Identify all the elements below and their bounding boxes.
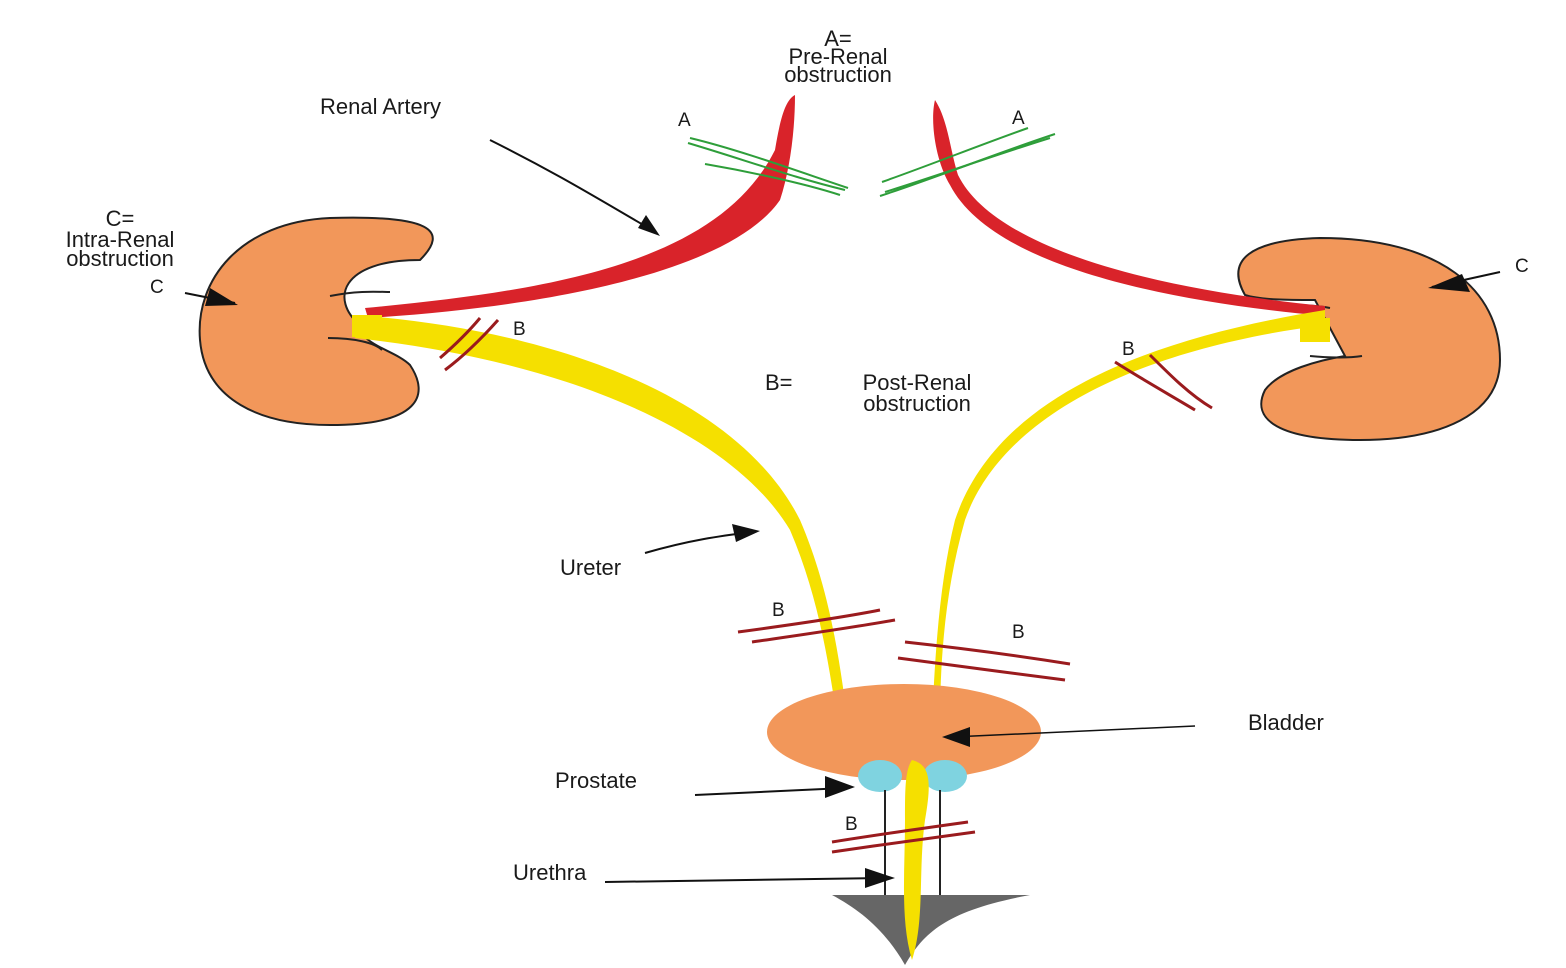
renal-artery-arrow — [489, 139, 653, 231]
post-renal-key: B= — [765, 370, 793, 395]
marker-a-left: A — [678, 110, 691, 131]
right-kidney-hilum-bottom — [1309, 355, 1363, 359]
right-ureter — [932, 310, 1325, 725]
left-ureter-start — [352, 315, 382, 337]
urethra-base — [832, 895, 1030, 965]
obstruction-marks-b-left-kidney — [439, 317, 500, 372]
marker-b-right-ureter: B — [1012, 622, 1025, 643]
bladder-arrowhead — [942, 727, 970, 747]
left-kidney-hilum-top — [329, 290, 391, 297]
left-renal-artery — [365, 95, 795, 318]
obstruction-marks-b-right-ureter — [897, 640, 1071, 682]
marker-b-left-kidney: B — [513, 319, 526, 340]
post-renal-line1: Post-Renal — [863, 370, 972, 395]
intra-renal-arrowhead-right — [1428, 274, 1470, 292]
prostate-arrow — [694, 787, 846, 796]
pre-renal-key: A= — [824, 26, 852, 51]
obstruction-marks-a-left — [687, 137, 849, 196]
prostate-arrowhead — [825, 776, 855, 798]
intra-renal-key: C= — [106, 206, 135, 231]
obstruction-marks-b-left-ureter — [737, 608, 896, 644]
obstruction-marks-b-urethra — [831, 820, 976, 854]
prostate-right-lobe — [923, 760, 967, 792]
left-kidney — [198, 216, 434, 427]
ureter-arrowhead — [732, 524, 760, 542]
renal-artery-arrowhead — [638, 215, 660, 236]
prostate-label: Prostate — [555, 768, 637, 793]
urethra-arrowhead — [865, 868, 895, 888]
marker-b-urethra: B — [845, 814, 858, 835]
ureter-label: Ureter — [560, 555, 621, 580]
marker-c-left: C — [150, 277, 164, 298]
marker-b-left-ureter: B — [772, 600, 785, 621]
renal-artery-label: Renal Artery — [320, 94, 441, 119]
marker-a-right: A — [1012, 108, 1025, 129]
urethra-arrow — [604, 877, 886, 883]
left-kidney-hilum-bottom — [327, 337, 383, 351]
right-ureter-start — [1300, 318, 1330, 342]
intra-renal-line2: obstruction — [66, 246, 174, 271]
intra-renal-line1: Intra-Renal — [66, 227, 175, 252]
intra-renal-arrowhead-left — [205, 288, 238, 306]
arrows — [184, 139, 1501, 888]
post-renal-line2: obstruction — [863, 391, 971, 416]
pre-renal-line2: obstruction — [784, 62, 892, 87]
urethra — [903, 760, 929, 960]
right-kidney — [1237, 236, 1502, 442]
bladder-label: Bladder — [1248, 710, 1324, 735]
obstruction-marks-b-right-kidney — [1114, 353, 1213, 412]
urethra-label: Urethra — [513, 860, 587, 885]
obstruction-marks-a-right — [879, 127, 1056, 197]
bladder-arrow — [951, 725, 1196, 738]
pre-renal-line1: Pre-Renal — [788, 44, 887, 69]
prostate-left-lobe — [858, 760, 902, 792]
marker-c-right: C — [1515, 256, 1529, 277]
marker-b-right-kidney: B — [1122, 339, 1135, 360]
bladder — [767, 684, 1041, 780]
